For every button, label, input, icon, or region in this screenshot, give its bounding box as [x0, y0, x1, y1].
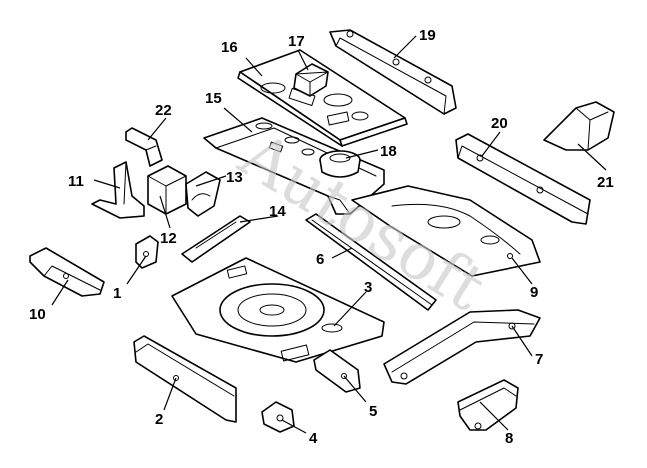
part-11-bracket [91, 161, 145, 219]
callout-4: 4 [309, 430, 318, 447]
callout-1: 1 [113, 285, 121, 302]
callout-17: 17 [288, 33, 305, 50]
callout-19: 19 [419, 27, 436, 44]
part-12-box [147, 165, 187, 215]
callout-16: 16 [221, 39, 238, 56]
callout-2: 2 [155, 411, 163, 428]
part-7-side-rail [383, 309, 541, 385]
callout-18: 18 [380, 143, 397, 160]
callout-22: 22 [155, 102, 172, 119]
leader-lines [51, 35, 607, 434]
part-9-floor-pan [351, 185, 541, 277]
part-20-rail [455, 133, 591, 225]
callout-21: 21 [597, 174, 614, 191]
part-6-rail [305, 213, 437, 311]
part-2-rear-panel [133, 335, 237, 423]
callout-15: 15 [205, 90, 222, 107]
part-22-bracket [125, 127, 163, 167]
part-10-bracket [29, 247, 105, 297]
part-21-tray [543, 101, 615, 151]
callout-20: 20 [491, 115, 508, 132]
callout-8: 8 [505, 430, 513, 447]
part-3-spare-wheel-well [171, 257, 385, 363]
part-16-rear-shelf-panel [237, 49, 408, 147]
callout-12: 12 [160, 230, 177, 247]
callout-11: 11 [68, 173, 84, 190]
callout-14: 14 [269, 203, 286, 220]
part-4-plate [261, 401, 295, 433]
part-18-mount [319, 150, 361, 178]
callout-6: 6 [316, 251, 324, 268]
callout-5: 5 [369, 403, 377, 420]
part-15-cross-member [203, 117, 385, 215]
part-8-bracket [457, 379, 519, 431]
callout-9: 9 [530, 284, 538, 301]
callout-13: 13 [226, 169, 243, 186]
part-13-bracket [185, 171, 221, 217]
callout-7: 7 [535, 351, 543, 368]
part-14-strap [181, 215, 251, 263]
part-1-bracket [135, 235, 159, 269]
callout-3: 3 [364, 279, 372, 296]
part-17-block [293, 63, 329, 97]
callout-numbers: 1 2 3 4 5 6 7 8 9 10 11 12 13 14 15 16 1… [29, 27, 614, 447]
callout-10: 10 [29, 306, 46, 323]
part-19-upper-rail [329, 29, 457, 115]
part-5-bracket [313, 349, 361, 393]
